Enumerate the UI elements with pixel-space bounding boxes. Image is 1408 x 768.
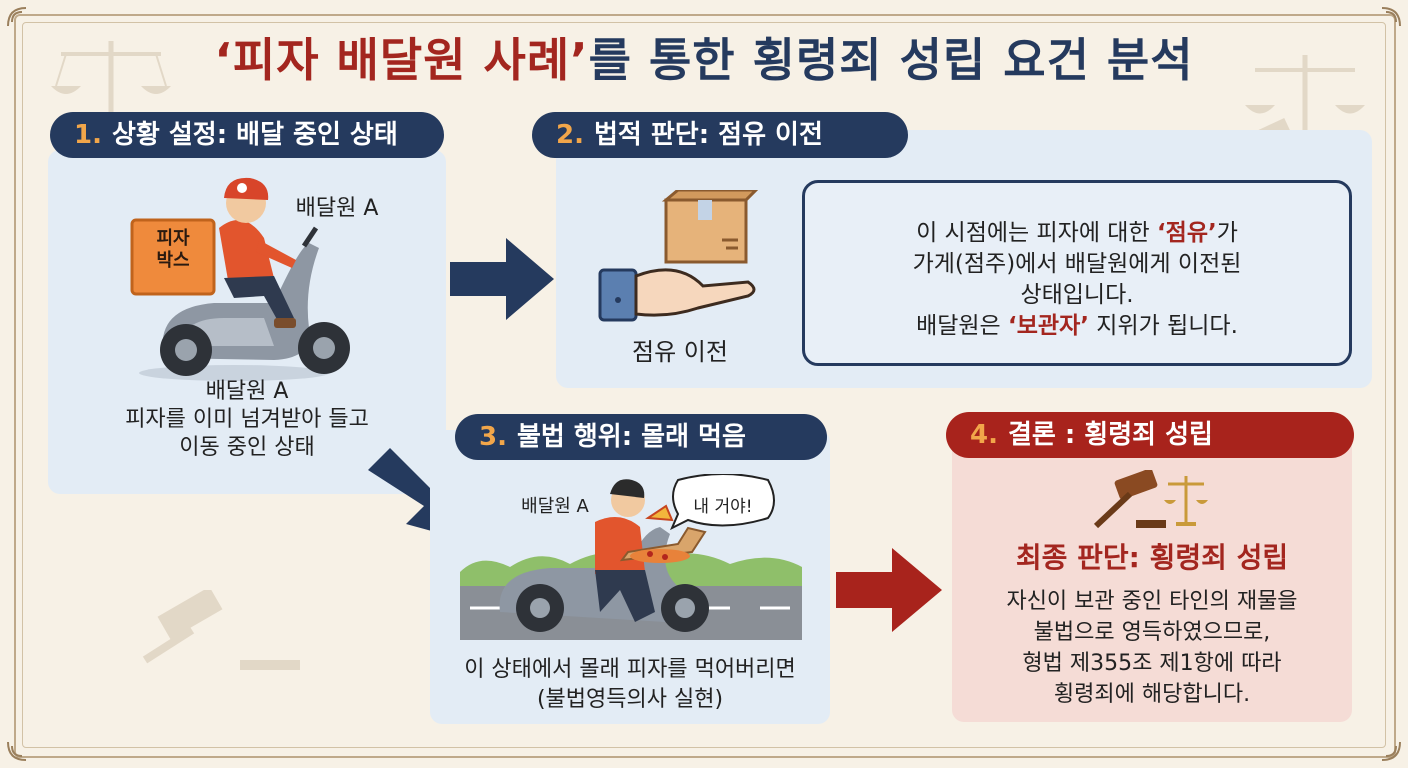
hand-receiving-box-icon [598, 190, 758, 322]
step4-line2: 불법으로 영득하였으므로, [1033, 620, 1271, 645]
step1-caption-line1: 피자를 이미 넘겨받아 들고 [125, 407, 369, 432]
step2-number: 2. [556, 120, 584, 150]
step1-rider-label: 배달원 A [295, 196, 379, 221]
step2-label: 법적 판단: 점유 이전 [593, 120, 823, 150]
step4-number: 4. [970, 420, 998, 450]
arrow-right-icon [450, 238, 554, 320]
final-verdict: 최종 판단: 횡령죄 성립 [1015, 541, 1289, 574]
step2-line1-post: 가 [1216, 220, 1238, 246]
arrow-right-red-icon [836, 548, 942, 632]
step2-line1-pre: 이 시점에는 피자에 대한 [916, 220, 1157, 246]
step3-number: 3. [479, 422, 507, 452]
decorative-inner-frame [22, 22, 1386, 748]
step4-explanation: 자신이 보관 중인 타인의 재물을 불법으로 영득하였으므로, 형법 제355조… [952, 586, 1352, 710]
title-highlight: ‘피자 배달원 사례’ [214, 33, 589, 87]
step2-line4-post: 지위가 됩니다. [1089, 313, 1238, 339]
corner-ornament-icon [1381, 741, 1401, 761]
step3-caption-line2: (불법영득의사 실현) [536, 687, 724, 712]
step2-line1: 이 시점에는 피자에 대한 ‘점유’가 [805, 213, 1349, 247]
step2-icon-caption: 점유 이전 [632, 338, 728, 366]
speech-text: 내 거야! [693, 497, 753, 517]
delivery-rider-scooter-illustration [130, 177, 350, 381]
step2-explanation-box: 이 시점에는 피자에 대한 ‘점유’가 가게(점주)에서 배달원에게 이전된 상… [802, 180, 1352, 366]
pizza-box-line1: 피자 [156, 228, 190, 249]
step2-line4: 배달원은 ‘보관자’ 지위가 됩니다. [805, 306, 1349, 340]
custodian-highlight: ‘보관자’ [1008, 313, 1089, 339]
step1-tab: 1. 상황 설정: 배달 중인 상태 [50, 112, 444, 158]
speech-bubble-icon [670, 474, 775, 530]
rider-eating-pizza-illustration [460, 479, 802, 640]
step3-caption-line1: 이 상태에서 몰래 피자를 먹어버리면 [464, 657, 796, 682]
step3-label: 불법 행위: 몰래 먹음 [516, 422, 746, 452]
title-rest: 를 통한 횡령죄 성립 요건 분석 [588, 33, 1194, 87]
step3-rider-label: 배달원 A [521, 496, 589, 517]
step1-caption: 배달원 A 피자를 이미 넘겨받아 들고 이동 중인 상태 [48, 378, 446, 462]
step1-caption-name: 배달원 A [205, 379, 289, 404]
step4-line4: 횡령죄에 해당합니다. [1053, 682, 1251, 707]
step3-tab: 3. 불법 행위: 몰래 먹음 [455, 414, 827, 460]
step4-line3: 형법 제355조 제1항에 따라 [1022, 651, 1282, 676]
corner-ornament-icon [1381, 7, 1401, 27]
step1-number: 1. [74, 120, 102, 150]
step1-label: 상황 설정: 배달 중인 상태 [111, 120, 398, 150]
gavel-scales-icon [1093, 470, 1208, 529]
step4-tab: 4. 결론 : 횡령죄 성립 [946, 412, 1354, 458]
step4-line1: 자신이 보관 중인 타인의 재물을 [1006, 589, 1298, 614]
step3-caption: 이 상태에서 몰래 피자를 먹어버리면 (불법영득의사 실현) [430, 655, 830, 715]
corner-ornament-icon [7, 741, 27, 761]
page-title: ‘피자 배달원 사례’를 통한 횡령죄 성립 요건 분석 [0, 24, 1408, 90]
step2-line3: 상태입니다. [1020, 282, 1134, 308]
step1-caption-line2: 이동 중인 상태 [179, 435, 315, 460]
step2-line4-pre: 배달원은 [916, 313, 1009, 339]
step4-label: 결론 : 횡령죄 성립 [1007, 420, 1213, 450]
step2-tab: 2. 법적 판단: 점유 이전 [532, 112, 908, 158]
step2-line2: 가게(점주)에서 배달원에게 이전된 [912, 251, 1242, 277]
possession-highlight: ‘점유’ [1156, 220, 1217, 246]
decorative-frame [14, 14, 1396, 758]
pizza-box-line2: 박스 [156, 250, 190, 271]
corner-ornament-icon [7, 7, 27, 27]
gavel-watermark-icon [142, 590, 300, 670]
